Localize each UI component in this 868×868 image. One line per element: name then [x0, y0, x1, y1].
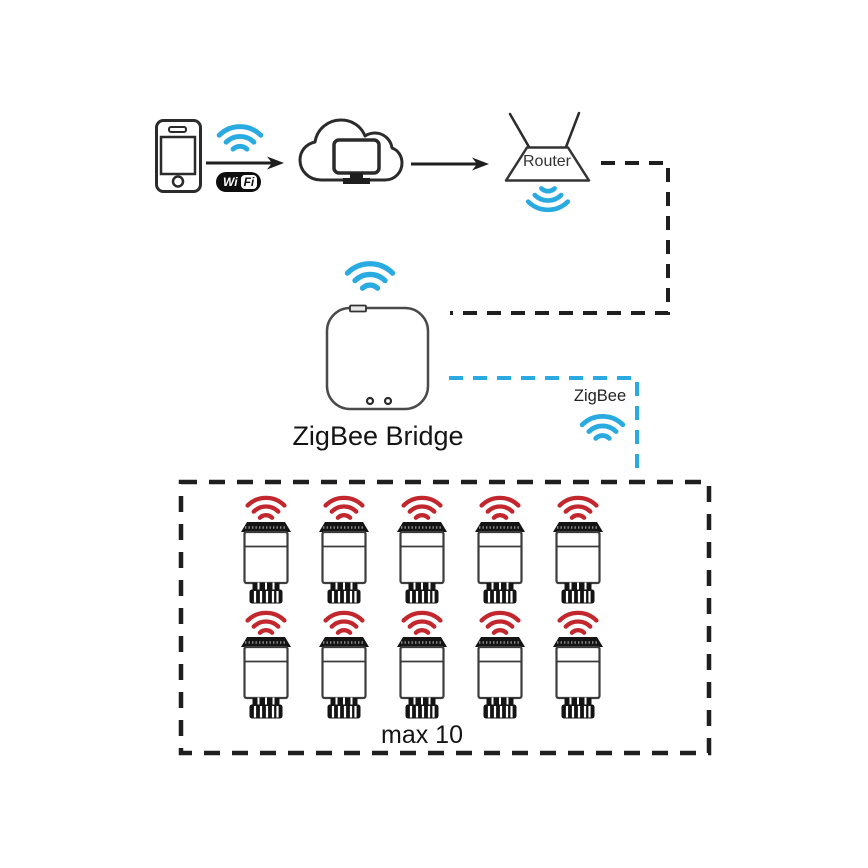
radiator-valve: [473, 498, 527, 605]
phone-wifi-signal-icon: [219, 127, 261, 150]
valve-signal-icon: [482, 498, 519, 518]
zigbee-bridge-label: ZigBee Bridge: [292, 421, 464, 451]
valve-signal-icon: [560, 498, 597, 518]
radiator-valve-icon: [317, 521, 371, 605]
wifi-badge: Wi Fi: [216, 172, 262, 192]
zigbee-wifi-signal-icon: [582, 416, 623, 438]
radiator-valve: [551, 498, 605, 605]
arrow-phone-to-cloud: [206, 156, 284, 170]
bridge-led-dot: [383, 396, 393, 406]
radiator-valve-icon: [473, 636, 527, 720]
valve-signal-icon: [326, 498, 363, 518]
radiator-valve-icon: [395, 636, 449, 720]
radiator-valve: [317, 498, 371, 605]
valve-signal-icon: [326, 613, 363, 633]
radiator-valve-icon: [317, 636, 371, 720]
bridge-top-slot: [349, 304, 367, 313]
valve-signal-icon: [248, 498, 285, 518]
bridge-to-valves-dashed-line: [449, 376, 639, 474]
radiator-valve: [551, 613, 605, 720]
monitor-icon: [332, 138, 381, 184]
bridge-wifi-signal-icon: [347, 264, 392, 288]
radiator-valve: [239, 498, 293, 605]
valve-signal-icon: [482, 613, 519, 633]
radiator-valve: [317, 613, 371, 720]
router-label: Router: [522, 153, 572, 170]
max-devices-label: max 10: [381, 721, 463, 749]
wifi-badge-fi-label: Fi: [240, 175, 258, 189]
valve-signal-icon: [404, 498, 441, 518]
zigbee-link-label: ZigBee: [573, 387, 627, 405]
router-to-bridge-dashed-line: [450, 161, 670, 315]
valve-signal-icon: [560, 613, 597, 633]
smartphone-icon: [155, 119, 202, 193]
valve-signal-icon: [404, 613, 441, 633]
radiator-valve: [395, 613, 449, 720]
radiator-valve: [239, 613, 293, 720]
bridge-led-dot: [365, 396, 375, 406]
radiator-valve: [395, 498, 449, 605]
radiator-valve: [473, 613, 527, 720]
cloud-icon: [298, 118, 404, 184]
router-antennas: [508, 111, 581, 149]
arrow-cloud-to-router: [411, 157, 489, 171]
valve-row-1: [239, 498, 605, 605]
valve-row-2: [239, 613, 605, 720]
router-wifi-signal-icon: [528, 188, 568, 209]
valve-group-box: [178, 479, 712, 756]
radiator-valve-icon: [473, 521, 527, 605]
radiator-valve-icon: [395, 521, 449, 605]
router-icon: [504, 111, 591, 182]
zigbee-bridge-icon: [325, 304, 430, 411]
valve-signal-icon: [248, 613, 285, 633]
radiator-valve-icon: [551, 521, 605, 605]
radiator-valve-icon: [239, 521, 293, 605]
radiator-valve-icon: [551, 636, 605, 720]
radiator-valve-icon: [239, 636, 293, 720]
wifi-badge-wi-label: Wi: [223, 175, 238, 189]
